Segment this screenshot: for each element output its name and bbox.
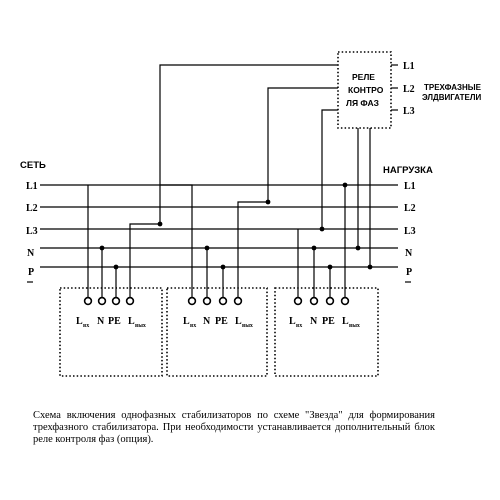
- stabilizer-3-terminal-labels: L вх N PE L вых: [289, 316, 360, 329]
- motor-label-l2: L2: [403, 84, 415, 95]
- junction-dot: [204, 245, 210, 251]
- label-l-in: L: [289, 316, 296, 327]
- motor-label-l1: L1: [403, 61, 415, 72]
- label-l-in-sub: вх: [190, 323, 196, 329]
- stabilizer-1-box: [59, 287, 163, 377]
- relay-label-line-1: РЕЛЕ: [352, 72, 375, 82]
- stabilizer-2-terminals: [187, 296, 243, 306]
- label-l-out-sub: вых: [349, 323, 360, 329]
- diagram-caption: Схема включения однофазных стабилизаторо…: [33, 410, 435, 445]
- relay-label-line-2: КОНТРО: [348, 85, 384, 95]
- label-l-out: L: [128, 316, 135, 327]
- terminal-l-out: [125, 296, 135, 306]
- stabilizer-3-terminals: [293, 296, 350, 306]
- load-label-p: P: [406, 267, 412, 278]
- motor-wires: [391, 64, 398, 111]
- terminal-l-in: [187, 296, 197, 306]
- network-label-l1: L1: [26, 181, 38, 192]
- junction-dot: [355, 245, 361, 251]
- network-label-l2: L2: [26, 203, 38, 214]
- bus-lines: [40, 184, 398, 268]
- motor-line-labels: L1 L2 L3: [403, 61, 415, 117]
- stabilizer-2-box: [166, 287, 268, 377]
- relay-in-l1: [159, 64, 338, 224]
- junction-dot: [311, 245, 317, 251]
- label-n: N: [97, 316, 105, 327]
- label-pe: PE: [215, 316, 228, 327]
- label-l-out: L: [342, 316, 349, 327]
- junction-dot: [157, 221, 163, 227]
- stabilizer-2-terminal-labels: L вх N PE L вых: [183, 316, 253, 329]
- junction-dot: [99, 245, 105, 251]
- terminal-l-in: [293, 296, 303, 306]
- terminal-pe: [111, 296, 121, 306]
- network-label-l3: L3: [26, 226, 38, 237]
- junction-dot: [327, 264, 333, 270]
- junction-dot: [342, 182, 348, 188]
- label-pe: PE: [108, 316, 121, 327]
- relay-in-l2: [267, 87, 338, 202]
- terminal-l-out: [233, 296, 243, 306]
- network-title: СЕТЬ: [20, 160, 46, 171]
- motor-label-l3: L3: [403, 106, 415, 117]
- junction-dot: [220, 264, 226, 270]
- terminal-pe: [325, 296, 335, 306]
- label-n: N: [310, 316, 318, 327]
- junction-dot: [319, 226, 325, 232]
- network-label-p: P: [28, 267, 34, 278]
- terminal-n: [97, 296, 107, 306]
- stabilizer-3-box: [274, 287, 379, 377]
- stabilizer-1-wires: [87, 185, 160, 300]
- relay-in-l3: [321, 109, 338, 229]
- terminal-pe: [218, 296, 228, 306]
- motors-label-line-2: ЭЛДВИГАТЕЛИ: [422, 93, 481, 102]
- load-label-n: N: [405, 248, 413, 259]
- label-l-in: L: [76, 316, 83, 327]
- label-n: N: [203, 316, 211, 327]
- network-line-labels: L1 L2 L3 N P: [26, 181, 38, 283]
- label-l-out-sub: вых: [242, 323, 253, 329]
- label-l-out-sub: вых: [135, 323, 146, 329]
- load-label-l3: L3: [404, 226, 416, 237]
- stab2-in-wire: [160, 184, 193, 300]
- stabilizer-2-wires: [160, 184, 268, 300]
- junction-dot: [367, 264, 373, 270]
- network-label-n: N: [27, 248, 35, 259]
- label-l-in-sub: вх: [83, 323, 89, 329]
- label-pe: PE: [322, 316, 335, 327]
- stab2-out-wire: [237, 201, 268, 300]
- terminal-l-out: [340, 296, 350, 306]
- label-l-out: L: [235, 316, 242, 327]
- motors-label-line-1: ТРЕХФАЗНЫЕ: [424, 83, 482, 92]
- load-title: НАГРУЗКА: [383, 165, 433, 176]
- load-label-l1: L1: [404, 181, 416, 192]
- relay-input-wires: [159, 64, 371, 267]
- label-l-in-sub: вх: [296, 323, 302, 329]
- junction-dots: [99, 182, 373, 270]
- junction-dot: [113, 264, 119, 270]
- terminal-n: [202, 296, 212, 306]
- relay-label-line-3: ЛЯ ФАЗ: [346, 98, 379, 108]
- terminal-n: [309, 296, 319, 306]
- stab1-out-wire: [129, 223, 160, 300]
- stabilizer-1-terminals: [83, 296, 135, 306]
- relay-box: [337, 51, 392, 129]
- load-line-labels: L1 L2 L3 N P: [404, 181, 416, 283]
- load-label-l2: L2: [404, 203, 416, 214]
- stabilizer-1-terminal-labels: L вх N PE L вых: [76, 316, 146, 329]
- terminal-l-in: [83, 296, 93, 306]
- label-l-in: L: [183, 316, 190, 327]
- junction-dot: [265, 199, 271, 205]
